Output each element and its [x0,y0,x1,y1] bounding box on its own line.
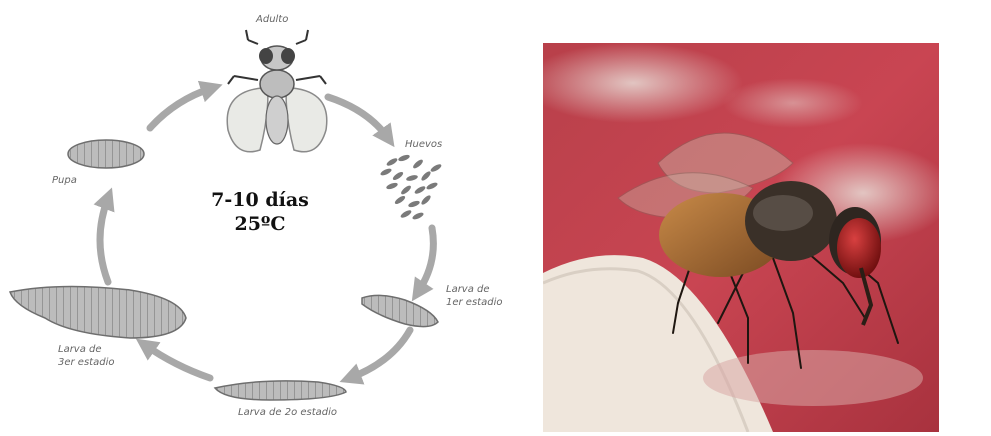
larva-second-stage-icon [215,381,346,400]
larva-third-stage-icon [10,286,186,338]
label-eggs: Huevos [405,138,442,151]
arrow-eggs-to-larva1 [418,228,433,292]
housefly-photo-graphic [543,43,939,432]
arrow-adult-to-eggs [328,97,388,138]
arrow-larva3-to-pupa [100,198,108,282]
label-larva-first-stage: Larva de 1er estadio [446,283,502,309]
larva-first-stage-icon [362,295,438,326]
cycle-center-text: 7-10 días 25ºC [190,188,330,236]
fly-eye [837,218,881,278]
label-larva-third-line2: 3er estadio [58,356,114,369]
arrow-larva2-to-larva3 [145,345,210,378]
label-larva-second-stage: Larva de 2o estadio [238,406,337,419]
life-cycle-diagram: Adulto Huevos Larva de 1er estadio Larva… [0,0,540,432]
label-adult: Adulto [256,13,288,26]
arrow-pupa-to-adult [150,88,212,128]
label-larva-first-line2: 1er estadio [446,296,502,309]
eggs-icon [380,154,443,221]
pupa-icon [68,140,144,168]
label-larva-first-line1: Larva de [446,283,502,296]
label-larva-third-stage: Larva de 3er estadio [58,343,114,369]
cycle-duration: 7-10 días [190,188,330,212]
cycle-temperature: 25ºC [190,212,330,236]
label-larva-third-line1: Larva de [58,343,114,356]
adult-fly-icon [227,30,327,152]
housefly-photo [543,43,939,432]
arrow-larva1-to-larva2 [350,330,410,378]
label-pupa: Pupa [52,174,77,187]
